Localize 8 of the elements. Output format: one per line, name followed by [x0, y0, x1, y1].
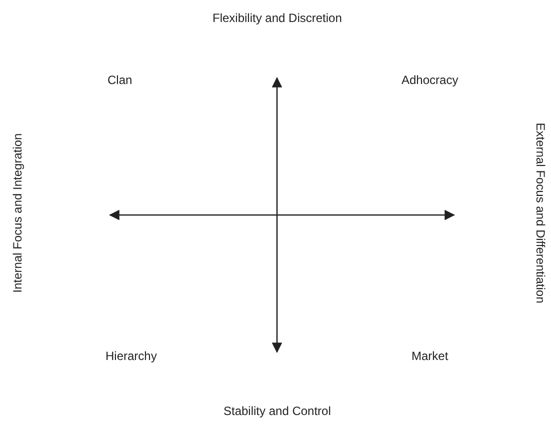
quadrant-label: Clan — [108, 73, 132, 87]
axis-title: Flexibility and Discretion — [212, 11, 342, 25]
axis-title: Internal Focus and Integration — [10, 133, 24, 293]
quadrant-label: Hierarchy — [106, 349, 157, 363]
quadrant-label: Market — [412, 349, 448, 363]
quadrant-label: Adhocracy — [402, 73, 458, 87]
axis-title: External Focus and Differentiation — [532, 122, 547, 304]
axis-title: Stability and Control — [224, 404, 331, 418]
